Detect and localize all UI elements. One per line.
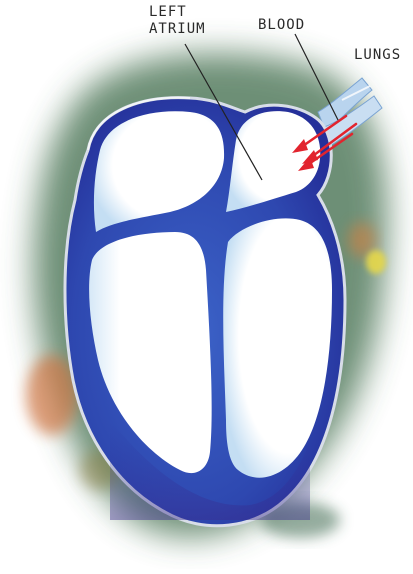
label-lungs: LUNGS [354,47,401,64]
label-left-atrium: LEFT ATRIUM [149,4,206,38]
label-left-atrium-line2: ATRIUM [149,21,206,38]
label-left-atrium-line1: LEFT [149,4,206,21]
label-blood: BLOOD [258,17,305,34]
